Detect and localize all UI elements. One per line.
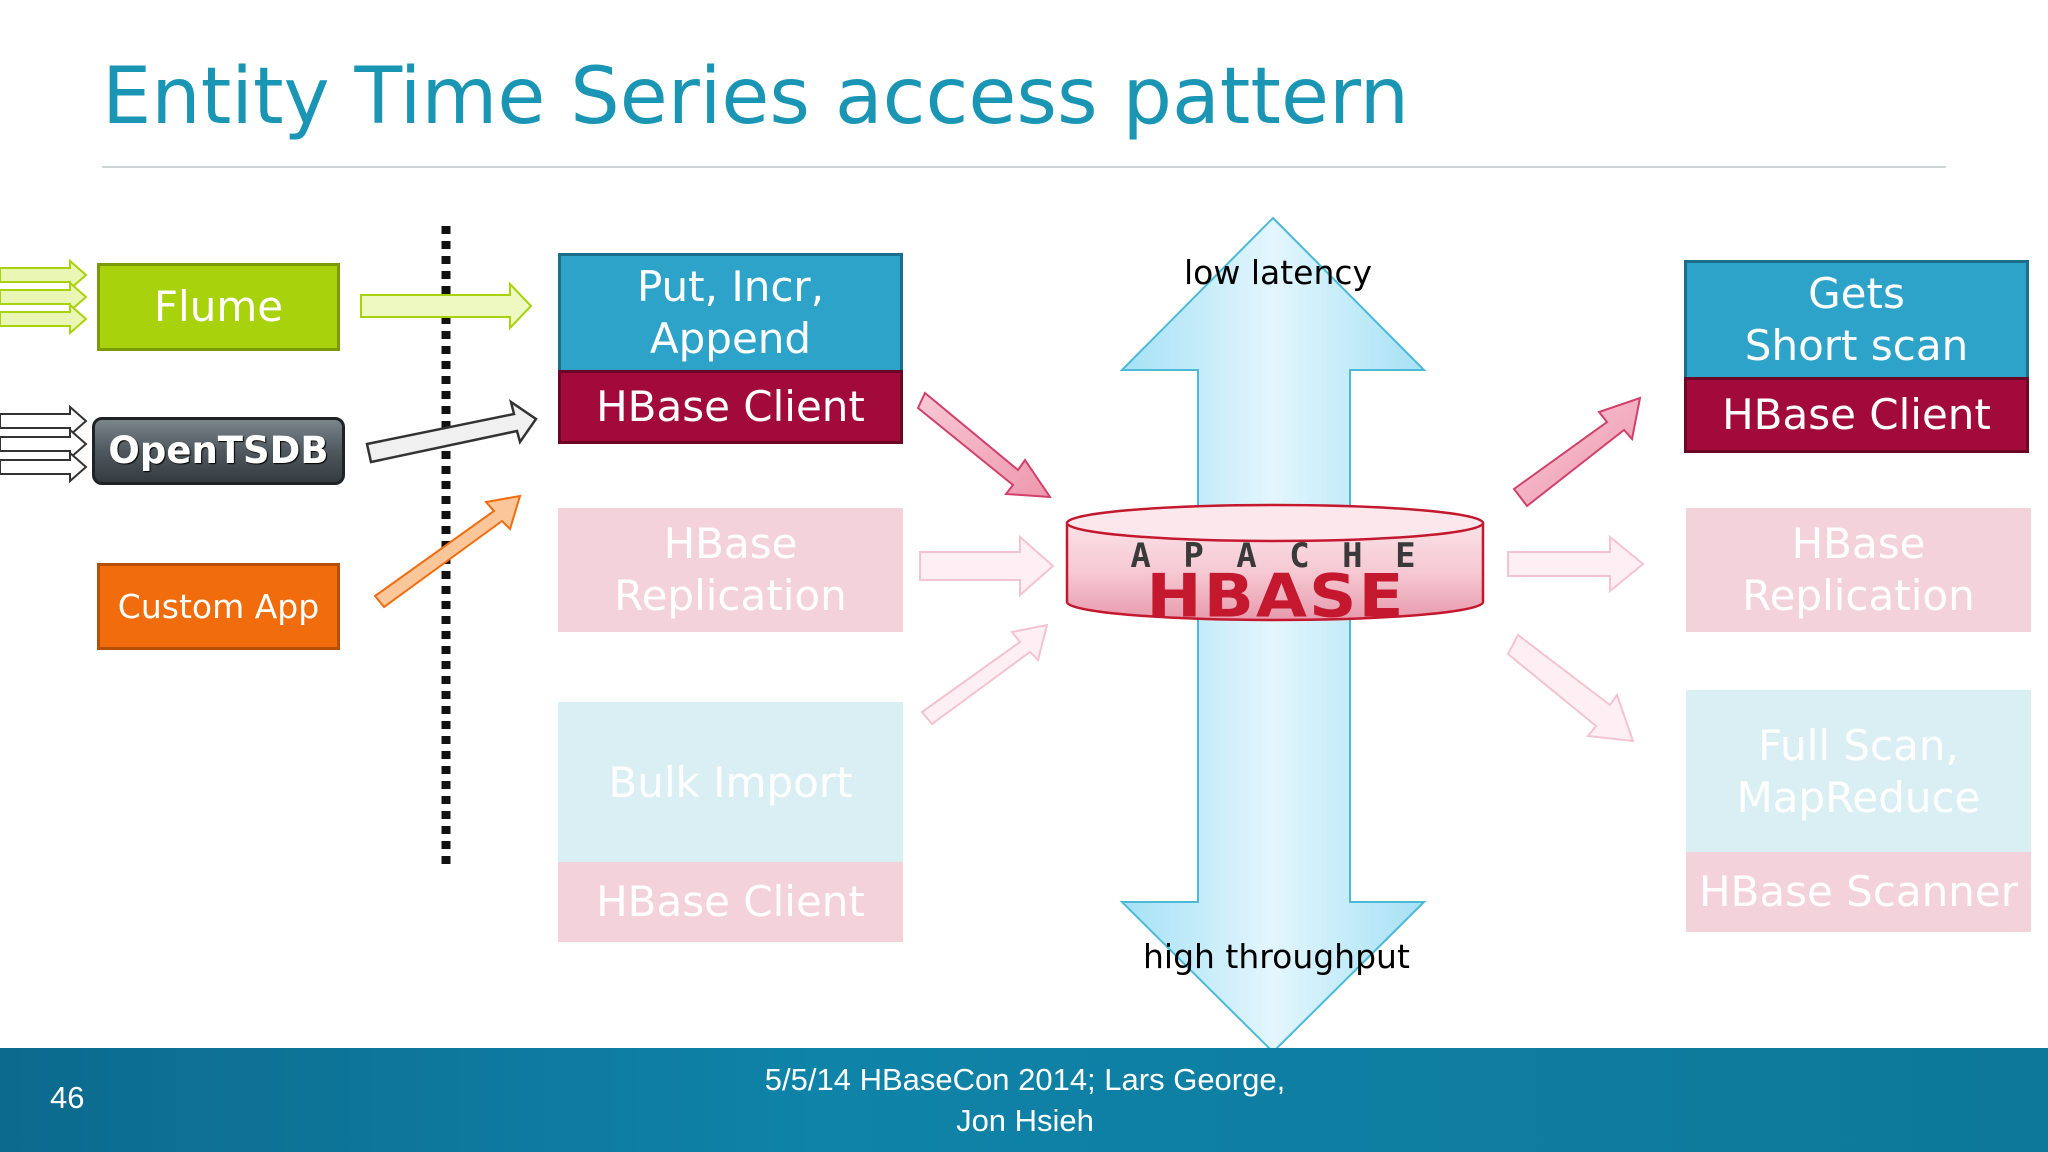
bulk-import-label: Bulk Import: [608, 757, 853, 807]
gets-short-scan-box: Gets Short scan: [1684, 260, 2029, 380]
write-replication-line2: Replication: [614, 571, 847, 620]
put-incr-append-box: Put, Incr, Append: [558, 253, 903, 373]
page-number: 46: [50, 1080, 85, 1115]
custom-app-label: Custom App: [117, 586, 320, 626]
hbase-to-fullscan-arrow: [1506, 633, 1635, 743]
slide-title: Entity Time Series access pattern: [102, 52, 1410, 142]
bulk-hbase-client-box: HBase Client: [558, 862, 903, 942]
full-scan-line2: MapReduce: [1736, 773, 1981, 822]
hbase-logo-text: HBASE: [1146, 561, 1406, 632]
flume-label: Flume: [153, 281, 284, 331]
replication-to-hbase-arrow: [919, 534, 1055, 598]
flume-stream-arrows: [0, 258, 88, 336]
read-replication-box: HBase Replication: [1686, 508, 2031, 632]
customapp-to-client-arrow: [373, 494, 522, 609]
bulk-import-box: Bulk Import: [558, 702, 903, 864]
short-scan-label: Short scan: [1744, 321, 1969, 370]
write-replication-box: HBase Replication: [558, 508, 903, 632]
read-hbase-client-label: HBase Client: [1722, 389, 1991, 439]
read-replication-line1: HBase: [1791, 518, 1926, 568]
write-replication-line1: HBase: [663, 518, 798, 568]
footer-bar: [0, 1048, 2048, 1152]
hbase-scanner-box: HBase Scanner: [1686, 852, 2031, 932]
full-scan-line1: Full Scan,: [1758, 720, 1959, 770]
custom-app-box: Custom App: [97, 563, 340, 650]
title-divider: [102, 166, 1946, 168]
flume-to-client-arrow: [360, 281, 533, 331]
hbase-scanner-label: HBase Scanner: [1698, 866, 2019, 916]
bulk-to-hbase-arrow: [920, 623, 1049, 726]
apache-logo-text: A P A C H E: [1130, 536, 1422, 576]
footer-line-2: Jon Hsieh: [956, 1103, 1094, 1138]
opentsdb-stream-arrows: [0, 404, 88, 484]
footer-line-1: 5/5/14 HBaseCon 2014; Lars George,: [764, 1062, 1286, 1097]
gets-label: Gets: [1808, 268, 1905, 318]
read-hbase-client-box: HBase Client: [1684, 377, 2029, 453]
bulk-hbase-client-label: HBase Client: [596, 876, 865, 926]
hbase-to-gets-arrow: [1512, 396, 1642, 508]
opentsdb-to-client-arrow: [365, 399, 538, 464]
opentsdb-label: OpenTSDB: [108, 428, 329, 472]
write-hbase-client-label: HBase Client: [596, 381, 865, 431]
read-replication-line2: Replication: [1742, 571, 1975, 620]
put-incr-label: Put, Incr,: [636, 261, 825, 311]
full-scan-box: Full Scan, MapReduce: [1686, 690, 2031, 854]
low-latency-label: low latency: [1184, 253, 1373, 292]
opentsdb-box: OpenTSDB: [92, 417, 345, 485]
client-to-hbase-arrow: [916, 391, 1052, 499]
hbase-to-replication-arrow: [1507, 534, 1645, 594]
write-hbase-client-box: HBase Client: [558, 370, 903, 444]
flume-box: Flume: [97, 263, 340, 351]
high-throughput-label: high throughput: [1143, 937, 1410, 976]
hbase-cylinder: [1065, 503, 1485, 622]
append-label: Append: [649, 314, 812, 363]
latency-throughput-double-arrow: [1119, 216, 1427, 1054]
